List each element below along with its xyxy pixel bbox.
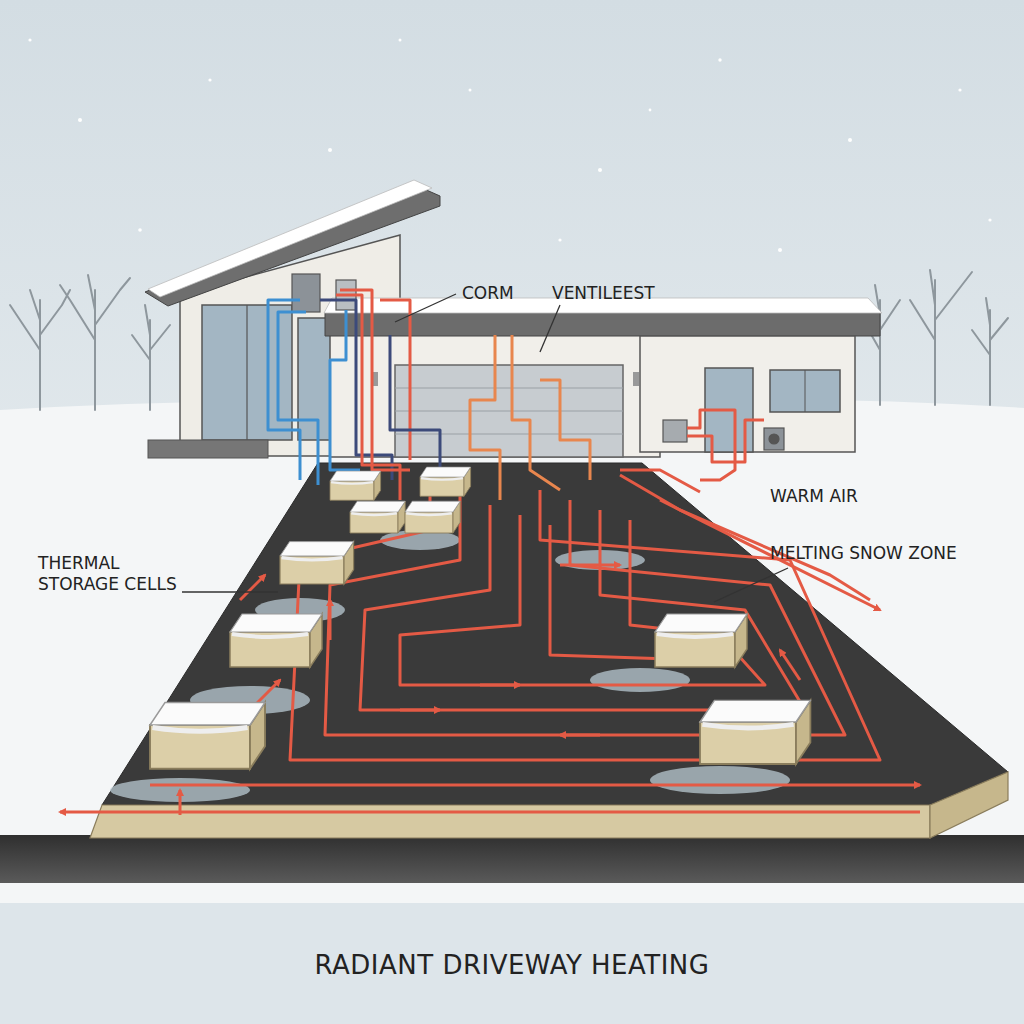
part-label: VENTILEEST [552,283,655,304]
house [395,434,623,435]
driveway [90,805,930,838]
thermal-storage-cell [150,467,810,769]
supply-pipe [320,300,392,480]
snowflake [138,228,142,232]
leader-line [395,294,456,322]
melt-water [590,668,690,692]
snowflake [718,58,721,61]
radiant-loop [400,515,765,685]
radiant-loop [329,600,332,640]
caption: RADIANT DRIVEWAY HEATING [0,950,1024,980]
bare-tree [972,298,1008,405]
house [633,372,639,386]
melt-water [650,766,790,794]
radiant-loop [560,734,600,737]
part-label: CORM [462,283,514,304]
snowflake [399,39,402,42]
radiant-loop [780,650,800,680]
snowflake [848,138,852,142]
snowflake [649,109,652,112]
bare-tree [60,275,130,410]
snowflake [778,248,782,252]
radiant-loop [240,575,265,600]
radiant-loop [255,680,280,705]
radiant-loop [400,709,440,712]
callout-label: MELTING SNOW ZONE [770,543,957,564]
supply-pipe [340,290,410,470]
control-box [663,420,687,442]
leader-line [714,568,788,602]
thermal-storage-cell [230,614,322,667]
snowflake [208,78,211,81]
bare-tree [10,290,70,410]
supply-pipe [278,312,318,485]
leader-line [182,591,278,592]
supply-pipe [470,335,500,500]
thermal-storage-cell [330,471,381,500]
house [640,336,855,452]
supply-pipe [512,335,560,490]
driveway [102,463,1008,805]
control-box [292,274,784,450]
house [395,388,623,389]
leader-line [540,305,560,352]
radiant-loop [179,790,182,815]
thermal-storage-cell [280,542,354,584]
snowflake [558,238,561,241]
supply-pipe [380,300,410,460]
house [148,180,432,297]
thermal-storage-cell [405,501,460,533]
supply-pipe [687,420,764,462]
snowflake [598,168,602,172]
snowflake [28,38,31,41]
control-box [769,434,779,444]
radiant-loop [620,475,870,600]
house [770,370,840,412]
snowflake [988,218,991,221]
background [0,903,1024,1024]
thermal-storage-cell [700,700,810,764]
supply-pipe [390,335,470,470]
leader-line [182,294,788,602]
snowflake [28,38,991,252]
house [805,370,806,412]
thermal-storage-cell [350,501,405,533]
background [0,835,1024,883]
supply-pipe [268,290,764,500]
bare-tree [910,270,972,405]
house [246,305,247,440]
house [395,411,623,412]
radiant-loop [60,811,920,814]
radiant-loop [480,684,520,687]
control-box [764,428,784,450]
snowflake [958,88,961,91]
thermal-storage-cell [150,703,265,769]
supply-pipe [268,300,300,480]
supply-pipe [540,380,590,480]
thermal-storage-cell [655,614,747,667]
radiant-loop [150,784,920,787]
radiant-loop [325,495,845,735]
callout-label: THERMAL STORAGE CELLS [38,553,188,596]
bare-tree [132,305,170,410]
background [0,883,1024,903]
thermal-storage-cell [420,467,471,496]
background [0,0,1024,900]
driveway [930,772,1008,838]
background [0,399,1024,900]
radiant-loop [60,475,920,815]
house [148,440,268,458]
snowflake [328,148,332,152]
radiant-loop [560,564,620,567]
driveway [90,463,1008,838]
snowflake [78,118,82,122]
snowflake [469,89,472,92]
callout-label: WARM AIR [770,486,858,507]
control-box [292,274,320,312]
